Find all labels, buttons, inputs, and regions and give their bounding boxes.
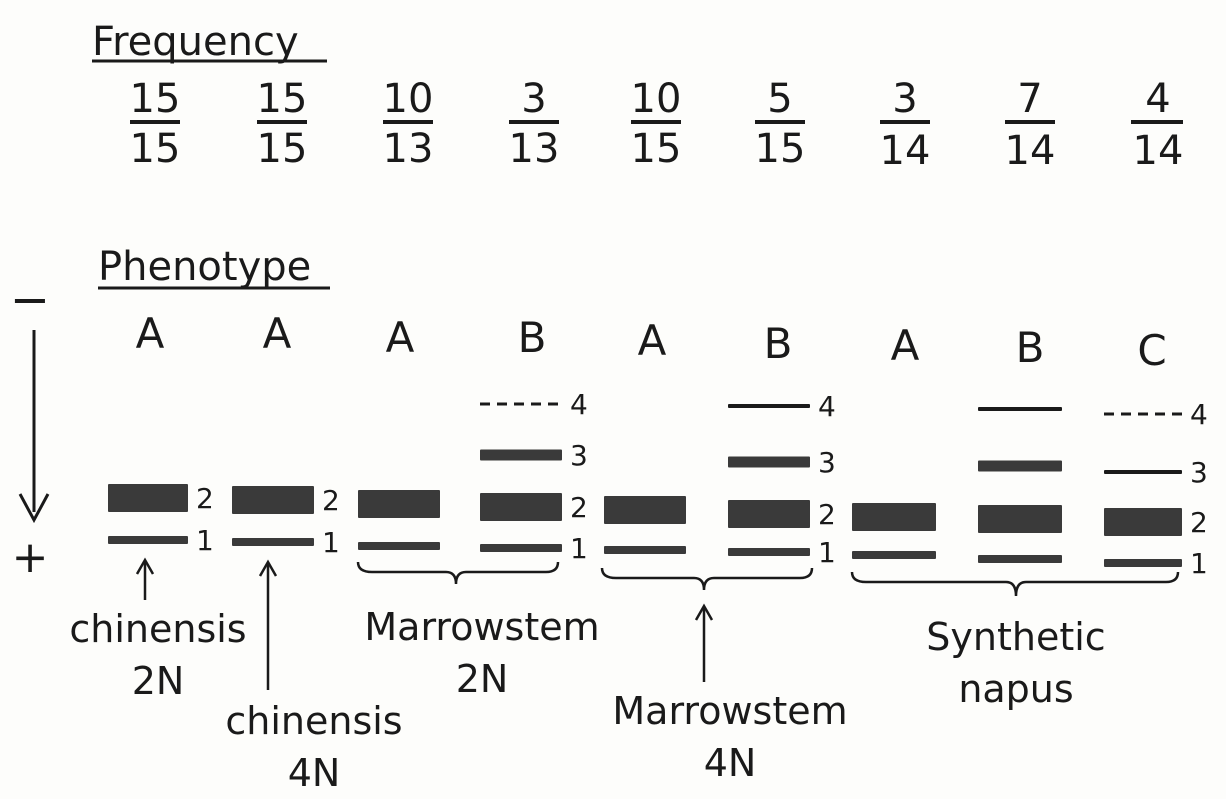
migration-indicator: − + (10, 272, 50, 583)
marrowstem-4n-label-name: Marrowstem (612, 689, 847, 733)
lane-8-band-2 (978, 505, 1062, 533)
lane-9-band-2-label: 2 (1190, 506, 1208, 539)
lane-1-band-2 (108, 484, 188, 512)
chinensis-4n-label-name: chinensis (225, 699, 402, 743)
lane-2-phenotype: A (263, 309, 292, 358)
lane-8-frequency-numerator: 7 (1017, 76, 1042, 122)
lane-4-band-3 (480, 450, 562, 461)
lane-9-band-3 (1104, 470, 1182, 474)
lane-1-band-2-label: 2 (196, 482, 214, 515)
lane-6-band-2 (728, 500, 810, 528)
lane-2-band-2 (232, 486, 314, 514)
marrowstem-2n-label-ploidy: 2N (456, 657, 509, 701)
lane-2-band-2-label: 2 (322, 484, 340, 517)
lane-4-frequency-denominator: 13 (509, 126, 560, 172)
lane-2-frequency-numerator: 15 (257, 76, 308, 122)
lane-4-frequency-numerator: 3 (521, 76, 546, 122)
group-labels: chinensis 2N chinensis 4N Marrowstem 2N … (69, 605, 1105, 795)
lane-1-frequency-numerator: 15 (130, 76, 181, 122)
lane-1-frequency-denominator: 15 (130, 126, 181, 172)
lane-8-band-3 (978, 461, 1062, 472)
lane-2-band-1-label: 1 (322, 526, 340, 559)
marrowstem-2n-bracket (358, 562, 558, 584)
group-brackets (358, 562, 1178, 596)
lane-6-phenotype: B (764, 319, 793, 368)
lane-3-frequency-denominator: 13 (383, 126, 434, 172)
lane-6-band-4 (728, 404, 810, 408)
synthetic-napus-label-species: napus (958, 667, 1073, 711)
lane-5-frequency-denominator: 15 (631, 126, 682, 172)
lane-4-band-4-label: 4 (570, 388, 588, 421)
lane-3-band-1 (358, 542, 440, 550)
lane-2-band-1 (232, 538, 314, 546)
lane-9-band-1-label: 1 (1190, 547, 1208, 580)
lane-9-frequency-numerator: 4 (1145, 76, 1170, 122)
lane-7-frequency-denominator: 14 (880, 128, 931, 174)
lane-4-band-2-label: 2 (570, 491, 588, 524)
lane-4-band-1-label: 1 (570, 532, 588, 565)
lane-8-band-1 (978, 555, 1062, 563)
lane-8-phenotype: B (1016, 323, 1045, 372)
lane-7-frequency-numerator: 3 (892, 76, 917, 122)
frequency-row: 15 15 15 15 10 13 3 13 10 15 5 15 3 14 7… (130, 76, 1184, 174)
lane-7-band-2 (852, 503, 936, 531)
lane-4-band-1 (480, 544, 562, 552)
lane-9-band-1 (1104, 559, 1182, 567)
lane-8-frequency-denominator: 14 (1005, 128, 1056, 174)
lane-4-phenotype: B (518, 313, 547, 362)
marrowstem-4n-bracket (602, 568, 812, 590)
lane-9-band-3-label: 3 (1190, 456, 1208, 489)
marrowstem-4n-label-ploidy: 4N (704, 741, 757, 785)
chinensis-2n-label-name: chinensis (69, 607, 246, 651)
lane-7-band-1 (852, 551, 936, 559)
lane-6-band-1 (728, 548, 810, 556)
lane-2-frequency-denominator: 15 (257, 126, 308, 172)
lane-3-band-2 (358, 490, 440, 518)
lane-6-band-2-label: 2 (818, 498, 836, 531)
lane-4-band-2 (480, 493, 562, 521)
lane-5-phenotype: A (638, 316, 667, 365)
chinensis-2n-label-ploidy: 2N (132, 659, 185, 703)
lane-6-band-3 (728, 457, 810, 468)
synthetic-napus-label-name: Synthetic (926, 615, 1105, 659)
lane-1-band-1-label: 1 (196, 524, 214, 557)
chinensis-4n-label-ploidy: 4N (288, 751, 341, 795)
lane-5-frequency-numerator: 10 (631, 76, 682, 122)
gel-bands: 2 1 2 1 4 3 2 1 4 3 2 1 4 3 2 1 (108, 388, 1208, 580)
lane-9-frequency-denominator: 14 (1133, 128, 1184, 174)
lane-5-band-1 (604, 546, 686, 554)
lane-6-frequency-numerator: 5 (767, 76, 792, 122)
positive-pole-sign: + (12, 532, 49, 583)
lane-9-phenotype: C (1137, 326, 1166, 375)
lane-3-phenotype: A (386, 313, 415, 362)
lane-3-frequency-numerator: 10 (383, 76, 434, 122)
synthetic-napus-bracket (852, 572, 1178, 596)
lane-8-band-4 (978, 407, 1062, 411)
lane-9-band-2 (1104, 508, 1182, 536)
phenotype-row: A A A B A B A B C (136, 309, 1167, 375)
frequency-heading: Frequency (92, 19, 299, 65)
negative-pole-sign: − (10, 272, 50, 328)
lane-1-phenotype: A (136, 309, 165, 358)
lane-6-band-4-label: 4 (818, 390, 836, 423)
phenotype-heading: Phenotype (98, 244, 311, 290)
lane-6-band-3-label: 3 (818, 446, 836, 479)
lane-5-band-2 (604, 496, 686, 524)
lane-1-band-1 (108, 536, 188, 544)
lane-6-frequency-denominator: 15 (755, 126, 806, 172)
lane-4-band-3-label: 3 (570, 439, 588, 472)
marrowstem-2n-label-name: Marrowstem (364, 605, 599, 649)
lane-7-phenotype: A (891, 321, 920, 370)
lane-9-band-4-label: 4 (1190, 398, 1208, 431)
lane-6-band-1-label: 1 (818, 536, 836, 569)
